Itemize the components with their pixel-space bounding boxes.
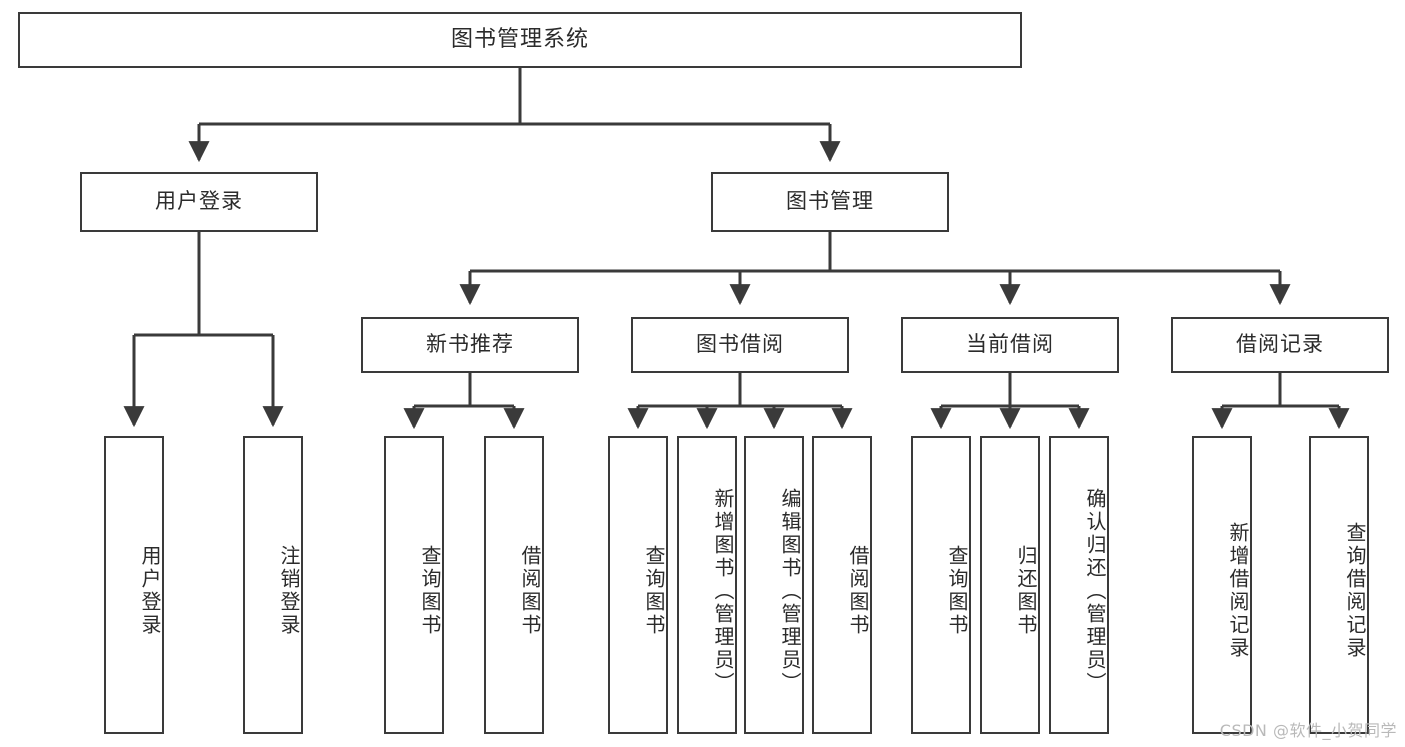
node-label: 用户登录: [155, 189, 243, 214]
node-label: 借阅图书: [518, 545, 542, 637]
leaf-user-login-login[interactable]: 用户登录: [104, 436, 164, 734]
node-label: 新增图书（管理员）: [711, 487, 735, 695]
node-user-login[interactable]: 用户登录: [80, 172, 318, 232]
node-book-management[interactable]: 图书管理: [711, 172, 949, 232]
node-root-system[interactable]: 图书管理系统: [18, 12, 1022, 68]
node-label: 注销登录: [277, 545, 301, 637]
node-label: 借阅记录: [1236, 332, 1324, 357]
node-label: 用户登录: [138, 545, 162, 637]
node-label: 查询图书: [945, 545, 969, 637]
leaf-current-return-book[interactable]: 归还图书: [980, 436, 1040, 734]
node-label: 新书推荐: [426, 332, 514, 357]
node-new-book-recommend[interactable]: 新书推荐: [361, 317, 579, 373]
leaf-borrow-query-book[interactable]: 查询图书: [608, 436, 668, 734]
leaf-recommend-query-book[interactable]: 查询图书: [384, 436, 444, 734]
leaf-current-query-book[interactable]: 查询图书: [911, 436, 971, 734]
node-label: 当前借阅: [966, 332, 1054, 357]
node-label: 查询图书: [418, 545, 442, 637]
node-label: 确认归还（管理员）: [1083, 487, 1107, 695]
node-borrow-record[interactable]: 借阅记录: [1171, 317, 1389, 373]
leaf-borrow-add-book-admin[interactable]: 新增图书（管理员）: [677, 436, 737, 734]
node-label: 图书借阅: [696, 332, 784, 357]
leaf-current-confirm-return-admin[interactable]: 确认归还（管理员）: [1049, 436, 1109, 734]
node-label: 查询图书: [642, 545, 666, 637]
leaf-record-add-record[interactable]: 新增借阅记录: [1192, 436, 1252, 734]
leaf-record-query-record[interactable]: 查询借阅记录: [1309, 436, 1369, 734]
leaf-borrow-borrow-book[interactable]: 借阅图书: [812, 436, 872, 734]
leaf-borrow-edit-book-admin[interactable]: 编辑图书（管理员）: [744, 436, 804, 734]
leaf-recommend-borrow-book[interactable]: 借阅图书: [484, 436, 544, 734]
node-label: 查询借阅记录: [1343, 522, 1367, 660]
node-label: 图书管理系统: [450, 26, 589, 52]
node-label: 图书管理: [786, 189, 874, 214]
node-label: 借阅图书: [846, 545, 870, 637]
csdn-watermark: CSDN @软件_小贺同学: [1219, 721, 1397, 740]
node-label: 归还图书: [1014, 545, 1038, 637]
node-book-borrow[interactable]: 图书借阅: [631, 317, 849, 373]
node-label: 新增借阅记录: [1226, 522, 1250, 660]
leaf-user-login-logout[interactable]: 注销登录: [243, 436, 303, 734]
node-label: 编辑图书（管理员）: [778, 487, 802, 695]
node-current-borrow[interactable]: 当前借阅: [901, 317, 1119, 373]
